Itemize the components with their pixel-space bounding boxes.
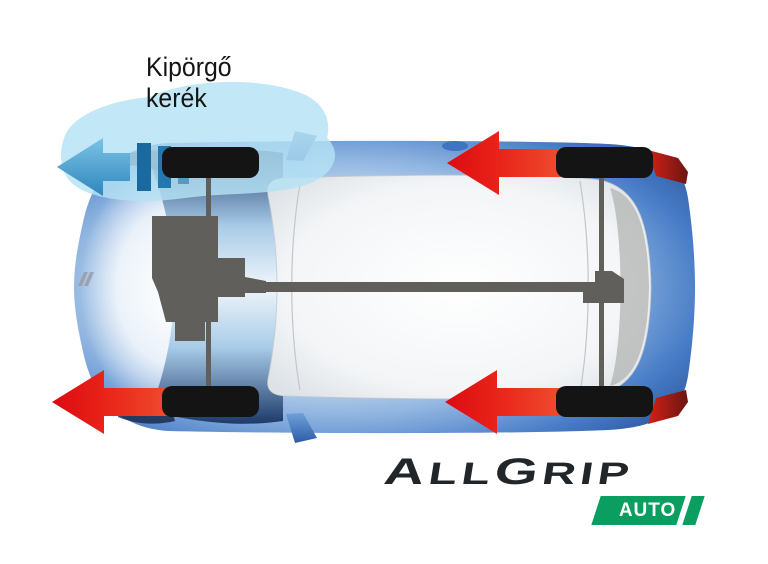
drivetrain: [152, 163, 624, 411]
wheels: [162, 147, 653, 417]
allgrip-wordmark: ALLGRIP: [380, 450, 637, 502]
torque-arrow-front-right-wheel: [52, 370, 216, 434]
taillight-left: [648, 150, 688, 184]
wheel-rear-right: [556, 147, 653, 178]
slip-arrow-head: [57, 138, 130, 196]
suzuki-emblem-icon: [78, 272, 94, 286]
rear-hatch: [610, 188, 649, 386]
slip-arrow-dash-1: [137, 143, 151, 191]
wordmark-letter-a: A: [381, 451, 433, 492]
wheel-front-right: [162, 386, 259, 417]
wordmark-letters-ll: LL: [426, 456, 498, 491]
wheel-rear-left: [556, 386, 653, 417]
wordmark-letters-rip: RIP: [539, 456, 637, 491]
wheel-front-left: [162, 147, 259, 178]
taillight-right: [648, 390, 688, 424]
roof-antenna: [442, 141, 468, 151]
torque-arrow-rear-left-wheel: [445, 370, 606, 434]
auto-badge-slash-accent: [675, 495, 693, 526]
auto-badge-label: AUTO: [619, 499, 677, 521]
auto-badge: AUTO: [591, 495, 705, 526]
side-mirror-right: [286, 413, 317, 443]
propeller-shaft: [264, 282, 600, 292]
engine-transmission: [152, 216, 266, 341]
torque-arrows: [52, 131, 606, 434]
wordmark-letter-g: G: [491, 451, 546, 492]
spinning-wheel-label: Kipörgő kerék: [146, 52, 232, 113]
torque-arrow-rear-right-wheel: [447, 131, 606, 195]
allgrip-logo: ALLGRIP AUTO: [381, 450, 710, 534]
rear-differential: [583, 271, 624, 303]
